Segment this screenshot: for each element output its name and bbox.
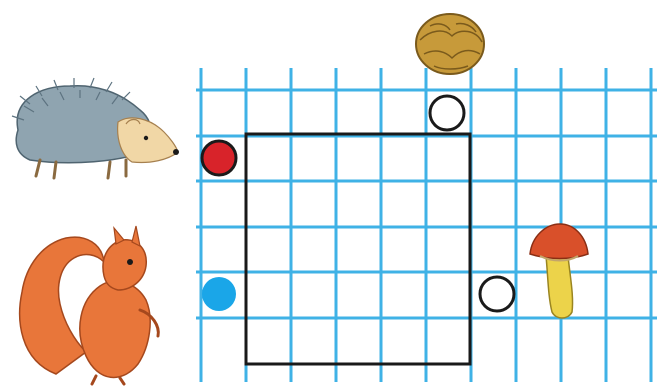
walnut-target-circle — [430, 96, 464, 130]
squirrel-icon — [20, 226, 159, 384]
hedgehog-start-dot — [202, 141, 236, 175]
walnut-icon — [416, 14, 484, 74]
grid — [196, 68, 657, 382]
squirrel-start-dot — [202, 277, 236, 311]
hedgehog-icon — [12, 78, 179, 178]
square-outline — [246, 134, 470, 364]
mushroom-target-circle — [480, 277, 514, 311]
